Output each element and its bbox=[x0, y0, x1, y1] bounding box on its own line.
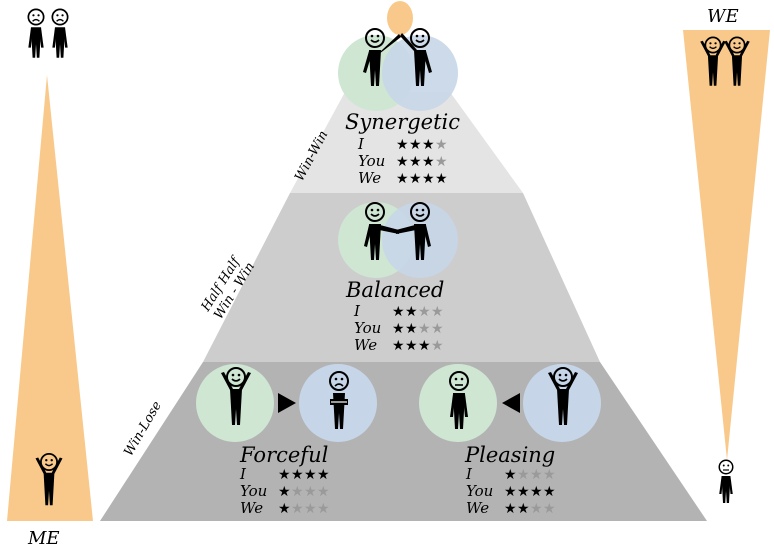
we-pole bbox=[683, 30, 770, 460]
synergetic-i-star-3-icon: ★ bbox=[422, 137, 436, 153]
bottom-right-person-icon bbox=[718, 459, 734, 503]
synergetic-you-star-1-icon: ★ bbox=[396, 154, 410, 170]
forceful-we-star-1-icon: ★ bbox=[278, 501, 292, 517]
pleasing-arrow-icon bbox=[502, 393, 520, 413]
balanced-ratings: I★★★★You★★★★We★★★★ bbox=[353, 302, 445, 354]
pleasing-we-star-1-icon: ★ bbox=[504, 501, 518, 517]
balanced-title: Balanced bbox=[345, 278, 444, 302]
pleasing-you-star-4-icon: ★ bbox=[543, 484, 557, 500]
forceful-you-star-1-icon: ★ bbox=[278, 484, 292, 500]
balanced-i-star-2-icon: ★ bbox=[405, 304, 419, 320]
balanced-you-star-4-icon: ★ bbox=[431, 321, 445, 337]
pleasing-row-label-i: I bbox=[465, 465, 473, 483]
forceful-title: Forceful bbox=[239, 443, 328, 467]
synergetic-i-star-1-icon: ★ bbox=[396, 137, 410, 153]
balanced-you-star-3-icon: ★ bbox=[418, 321, 432, 337]
forceful-i-star-1-icon: ★ bbox=[278, 467, 292, 483]
synergetic-you-star-4-icon: ★ bbox=[435, 154, 449, 170]
forceful-you-star-4-icon: ★ bbox=[317, 484, 331, 500]
pleasing-title: Pleasing bbox=[464, 443, 555, 467]
synergetic-person-me-icon bbox=[363, 28, 401, 86]
balanced-we-star-3-icon: ★ bbox=[418, 338, 432, 354]
pyramid-tier-half-half bbox=[203, 193, 600, 362]
balanced-person-me-icon bbox=[364, 202, 399, 260]
synergetic-i-star-4-icon: ★ bbox=[435, 137, 449, 153]
synergetic-you-star-2-icon: ★ bbox=[409, 154, 423, 170]
synergetic-you-star-3-icon: ★ bbox=[422, 154, 436, 170]
pleasing-i-star-4-icon: ★ bbox=[543, 467, 557, 483]
pleasing-we-star-4-icon: ★ bbox=[543, 501, 557, 517]
synergetic-ratings: I★★★★You★★★★We★★★★ bbox=[357, 135, 449, 187]
forceful-we-star-4-icon: ★ bbox=[317, 501, 331, 517]
me-pole bbox=[7, 75, 93, 521]
pleasing-you-star-3-icon: ★ bbox=[530, 484, 544, 500]
balanced-person-you-icon bbox=[396, 202, 431, 260]
pyramid-tier-win-lose bbox=[100, 362, 707, 521]
pleasing-you-star-1-icon: ★ bbox=[504, 484, 518, 500]
synergetic-row-label-we: We bbox=[358, 169, 381, 187]
synergetic-title: Synergetic bbox=[345, 110, 460, 134]
balanced-row-label-i: I bbox=[353, 302, 361, 320]
balanced-we-star-1-icon: ★ bbox=[392, 338, 406, 354]
forceful-row-label-i: I bbox=[239, 465, 247, 483]
forceful-we-star-3-icon: ★ bbox=[304, 501, 318, 517]
pleasing-you-star-2-icon: ★ bbox=[517, 484, 531, 500]
forceful-row-label-you: You bbox=[240, 482, 267, 500]
forceful-we-star-2-icon: ★ bbox=[291, 501, 305, 517]
forceful-i-star-4-icon: ★ bbox=[317, 467, 331, 483]
forceful-you-star-3-icon: ★ bbox=[304, 484, 318, 500]
balanced-you-star-2-icon: ★ bbox=[405, 321, 419, 337]
pleasing-we-star-2-icon: ★ bbox=[517, 501, 531, 517]
forceful-arrow-icon bbox=[278, 393, 296, 413]
apex-oval bbox=[387, 1, 413, 35]
me-label: ME bbox=[27, 528, 60, 549]
pleasing-row-label-we: We bbox=[466, 499, 489, 517]
balanced-i-star-3-icon: ★ bbox=[418, 304, 432, 320]
forceful-i-star-2-icon: ★ bbox=[291, 467, 305, 483]
pleasing-ratings: I★★★★You★★★★We★★★★ bbox=[465, 465, 557, 517]
pleasing-i-star-3-icon: ★ bbox=[530, 467, 544, 483]
synergetic-we-star-4-icon: ★ bbox=[435, 171, 449, 187]
synergetic-row-label-you: You bbox=[358, 152, 385, 170]
pleasing-i-star-1-icon: ★ bbox=[504, 467, 518, 483]
forceful-i-star-3-icon: ★ bbox=[304, 467, 318, 483]
pleasing-i-star-2-icon: ★ bbox=[517, 467, 531, 483]
synergetic-we-star-1-icon: ★ bbox=[396, 171, 410, 187]
balanced-we-star-2-icon: ★ bbox=[405, 338, 419, 354]
pleasing-we-star-3-icon: ★ bbox=[530, 501, 544, 517]
pleasing-row-label-you: You bbox=[466, 482, 493, 500]
we-label: WE bbox=[707, 6, 739, 27]
forceful-row-label-we: We bbox=[240, 499, 263, 517]
top-left-person-1-icon bbox=[27, 8, 45, 58]
balanced-you-star-1-icon: ★ bbox=[392, 321, 406, 337]
balanced-row-label-we: We bbox=[354, 336, 377, 354]
synergetic-circle-you bbox=[382, 35, 458, 111]
synergetic-we-star-2-icon: ★ bbox=[409, 171, 423, 187]
balanced-i-star-4-icon: ★ bbox=[431, 304, 445, 320]
synergetic-we-star-3-icon: ★ bbox=[422, 171, 436, 187]
balanced-i-star-1-icon: ★ bbox=[392, 304, 406, 320]
top-left-person-2-icon bbox=[51, 8, 69, 58]
synergetic-i-star-2-icon: ★ bbox=[409, 137, 423, 153]
forceful-you-star-2-icon: ★ bbox=[291, 484, 305, 500]
balanced-we-star-4-icon: ★ bbox=[431, 338, 445, 354]
synergetic-person-you-icon bbox=[400, 28, 432, 86]
pyramid-tier-win-win bbox=[290, 92, 523, 193]
synergetic-row-label-i: I bbox=[357, 135, 365, 153]
balanced-row-label-you: You bbox=[354, 319, 381, 337]
forceful-ratings: I★★★★You★★★★We★★★★ bbox=[239, 465, 331, 517]
